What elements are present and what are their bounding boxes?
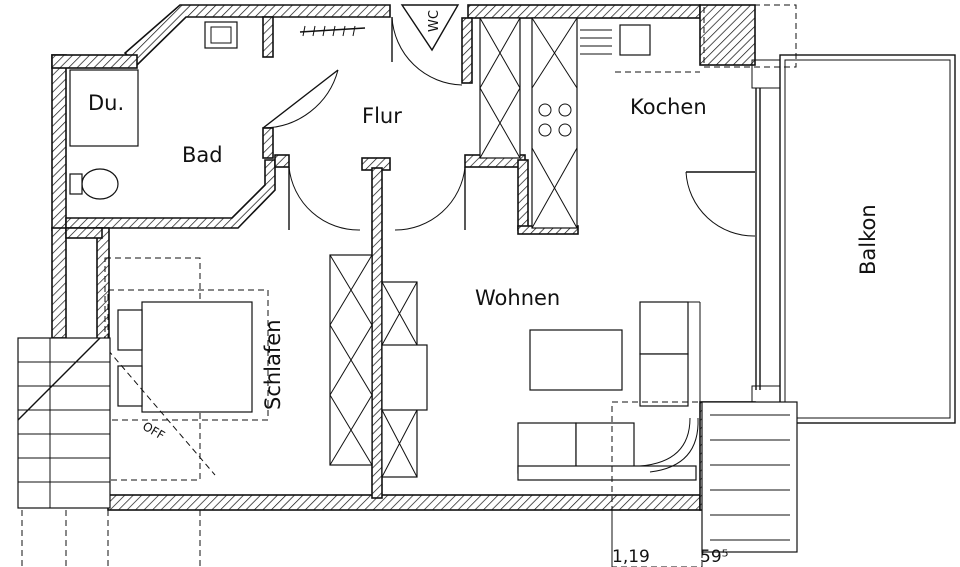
- staircase: OFF: [17, 337, 167, 567]
- kitchen-fixtures: [479, 17, 700, 229]
- shower-tray: [69, 69, 139, 147]
- room-label-wohnen: Wohnen: [475, 286, 560, 310]
- room-label-schlafen: Schlafen: [261, 319, 285, 410]
- room-label-balkon: Balkon: [856, 204, 880, 275]
- balcony-pillars: [751, 59, 781, 417]
- wall-flur-kitchen: [461, 17, 473, 84]
- wall-left-top-stub: [51, 54, 138, 69]
- wall-bedroom-top-left: [65, 227, 103, 239]
- armchair-top: [639, 301, 689, 355]
- sofa-seat-2: [575, 422, 635, 474]
- lower-right-area: 1,19 59⁵: [199, 401, 798, 567]
- bed: [141, 301, 253, 413]
- stair-label: OFF: [140, 419, 167, 443]
- wall-right-upper: [699, 4, 756, 66]
- balcony: [779, 54, 956, 424]
- armchair-mid: [639, 353, 689, 407]
- wall-bath-flur-mid: [262, 127, 274, 159]
- room-label-flur: Flur: [362, 104, 402, 128]
- kitchen-counter: [531, 17, 578, 229]
- wall-top-right: [467, 4, 701, 19]
- sofa-seat-1: [517, 422, 577, 474]
- entrance-marker: WC: [400, 4, 460, 52]
- wall-kitchen-lower: [517, 159, 529, 231]
- wall-bath-flur-top: [262, 16, 274, 58]
- room-labels: Du. Bad Flur Kochen Wohnen Schlafen Balk…: [88, 91, 880, 410]
- kitchen-sink: [619, 24, 651, 56]
- room-label-bad: Bad: [182, 143, 223, 167]
- wall-top-left: [123, 4, 391, 67]
- bathroom-fixtures: [69, 21, 366, 200]
- wall-bedroom-living: [371, 167, 383, 499]
- doors: [262, 16, 756, 237]
- entrance-label: WC: [427, 10, 442, 32]
- dimension-width: 1,19: [612, 547, 650, 567]
- toilet: [81, 168, 119, 200]
- living-furniture: [517, 301, 701, 481]
- wall-bottom: [107, 494, 701, 511]
- tv-unit: [381, 344, 428, 411]
- top-right-detail: [703, 4, 797, 68]
- washbasin: [204, 21, 238, 49]
- wall-flur-stub-left: [274, 154, 290, 168]
- coffee-table: [529, 329, 623, 391]
- room-label-dusche: Du.: [88, 91, 124, 115]
- wall-left-lower: [51, 227, 67, 339]
- room-label-kochen: Kochen: [630, 95, 707, 119]
- bedroom-furniture: [104, 257, 269, 481]
- cabinet-tall: [479, 17, 521, 159]
- wardrobes: [329, 254, 428, 478]
- wall-left-upper: [51, 54, 67, 231]
- dimension-depth: 59⁵: [700, 547, 728, 567]
